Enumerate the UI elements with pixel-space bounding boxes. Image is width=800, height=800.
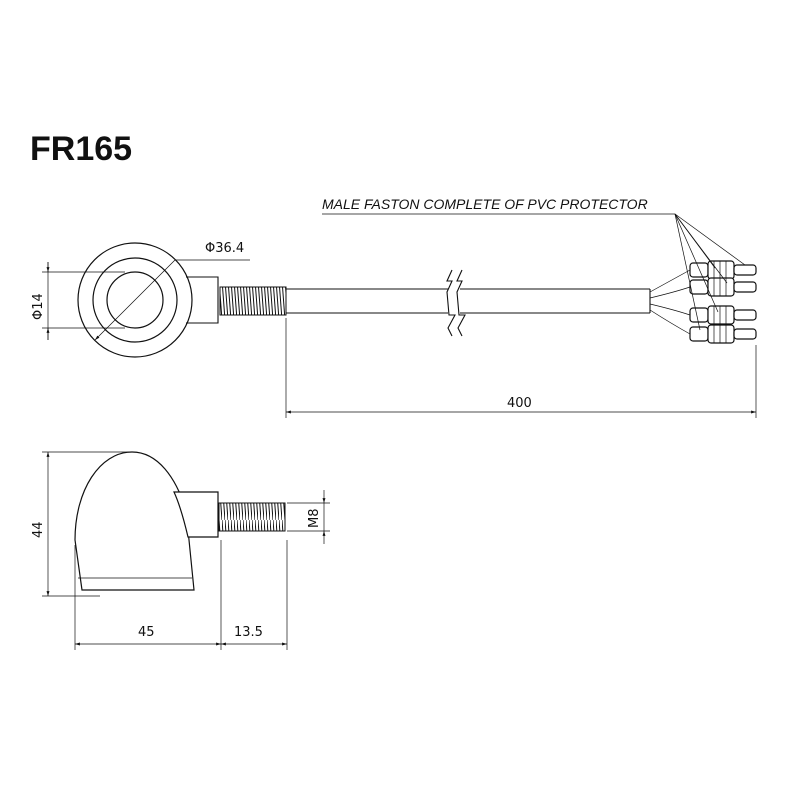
mount-housing [186,276,219,324]
thread-length-label: 13.5 [234,625,263,640]
inner-diameter-dimension: Φ14 [31,262,125,340]
side-threaded-stem [218,502,286,532]
bullet-body [74,451,195,591]
faston-note: MALE FASTON COMPLETE OF PVC PROTECTOR [322,196,648,212]
side-view: 44 M8 45 13.5 [31,451,330,650]
outer-diameter-label: Φ36.4 [205,241,244,256]
outer-diameter-dimension: Φ36.4 [94,241,250,341]
cable-length-dimension: 400 [285,318,757,418]
product-title: FR165 [30,130,132,168]
thread-size-dimension: M8 [287,490,330,544]
thread-size-label: M8 [307,509,322,529]
inner-diameter-label: Φ14 [31,293,46,320]
height-dimension: 44 [31,451,132,597]
faston-connectors [689,260,757,344]
cable-break-symbol [446,269,466,337]
cable [286,288,651,314]
faston-connector [689,277,757,297]
length-dimensions: 45 13.5 [74,540,288,650]
faston-connector [689,260,757,280]
height-label: 44 [31,521,46,538]
faston-connector [689,324,757,344]
top-view: MALE FASTON COMPLETE OF PVC PROTECTOR Φ3… [31,196,757,418]
cable-length-label: 400 [507,396,532,411]
body-length-label: 45 [138,625,155,640]
wires [649,269,691,335]
threaded-stem [219,286,287,316]
mount-neck [173,491,219,538]
faston-connector [689,305,757,325]
note-leader-lines [322,213,746,331]
